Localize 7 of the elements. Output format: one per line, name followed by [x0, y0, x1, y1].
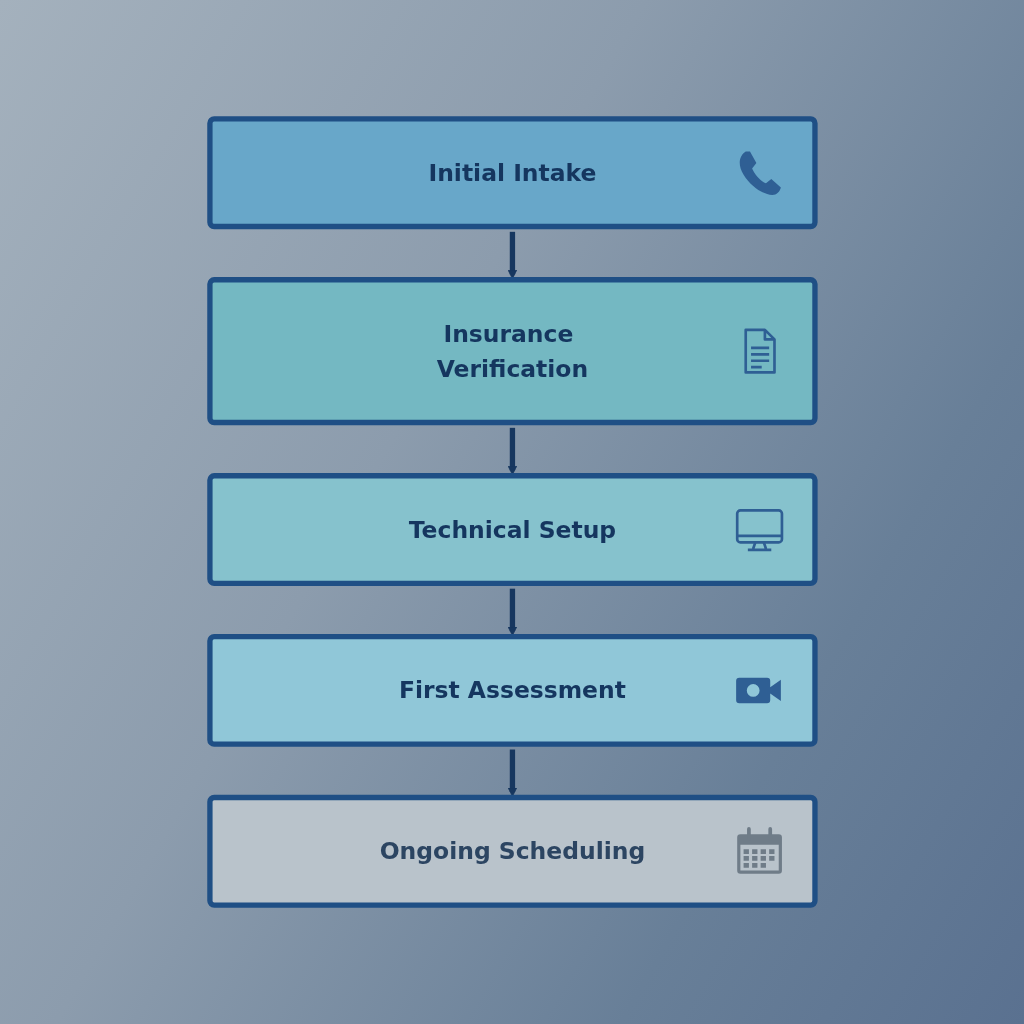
step-label: First Assessment	[398, 676, 626, 706]
step-label: Technical Setup	[408, 515, 616, 545]
step-label: Ongoing Scheduling	[379, 836, 645, 867]
arrow	[507, 749, 517, 797]
arrow	[507, 588, 517, 636]
step-label: Initial Intake	[428, 158, 596, 189]
step-label: Insurance Verification	[435, 319, 589, 385]
